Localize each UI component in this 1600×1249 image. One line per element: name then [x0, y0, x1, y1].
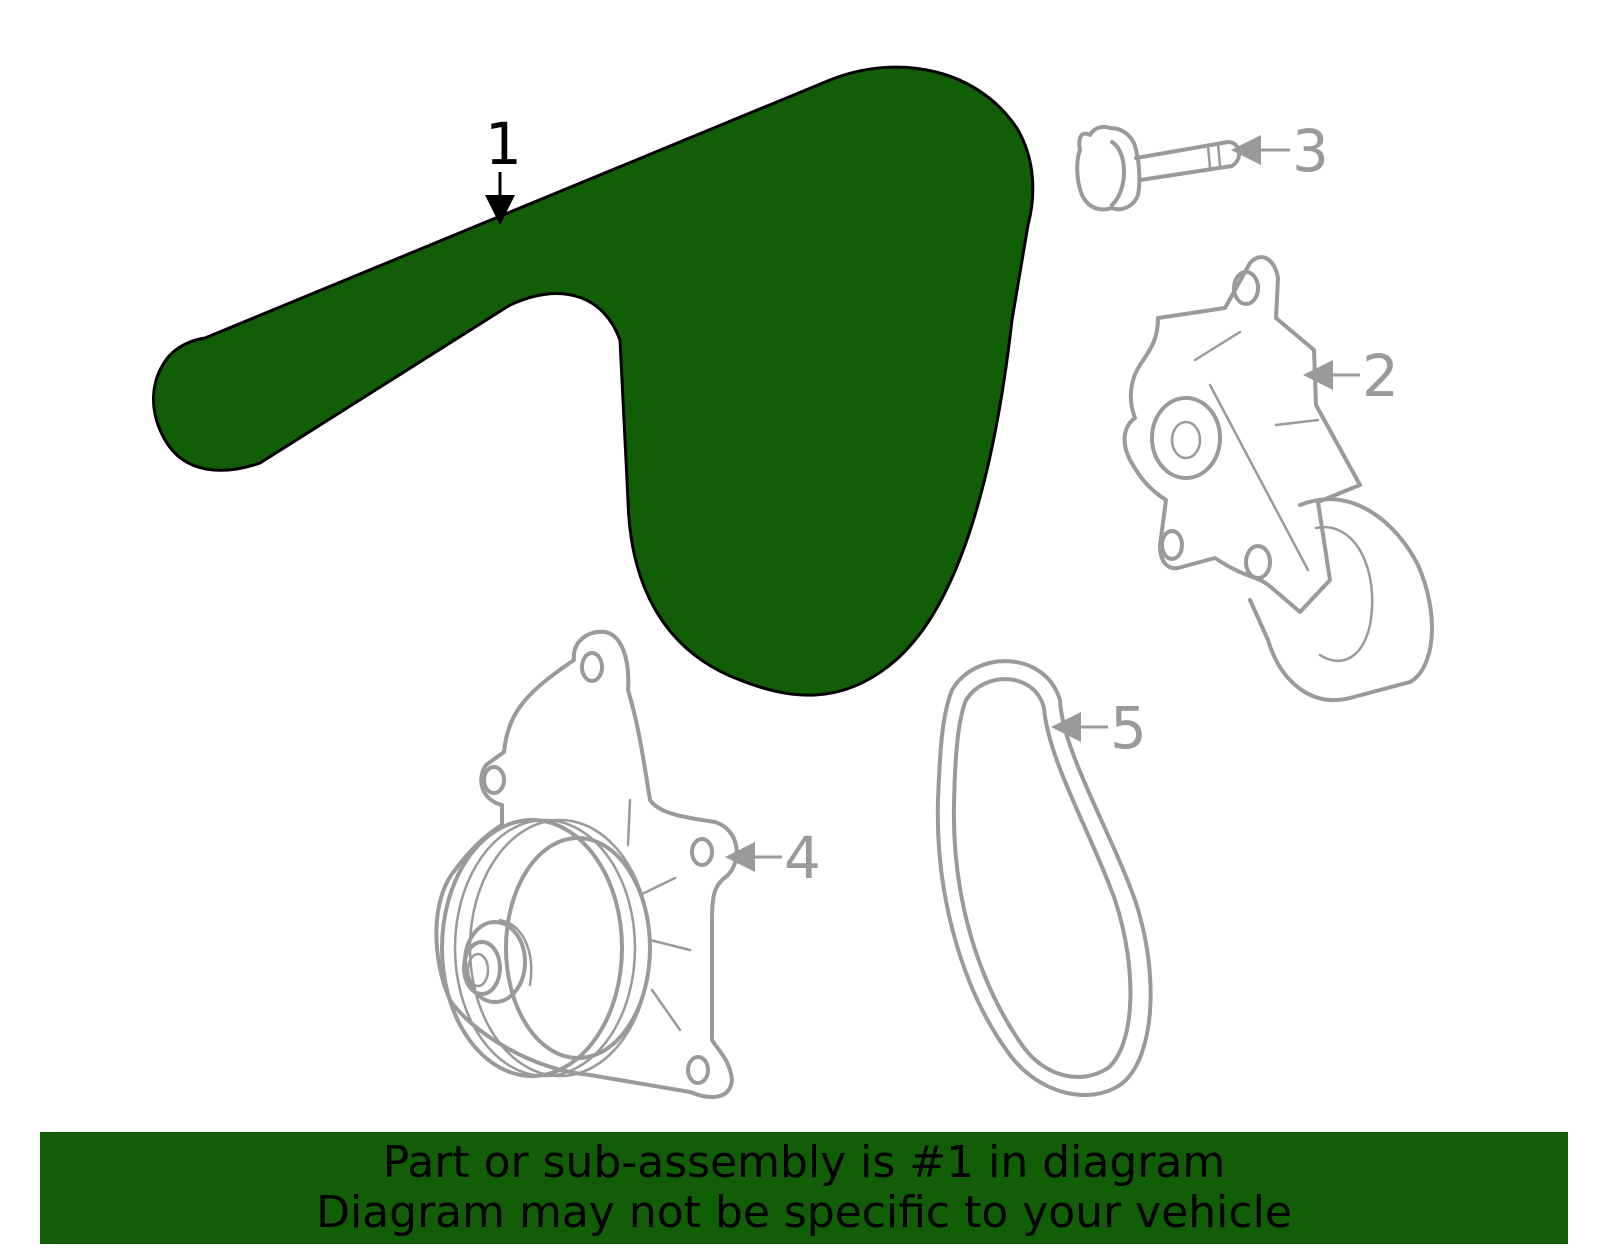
- part-3-bolt: [1075, 124, 1242, 212]
- part-4-water-pump: [434, 629, 739, 1099]
- notice-line-1: Part or sub-assembly is #1 in diagram: [382, 1137, 1226, 1188]
- callout-3: 3: [1292, 117, 1329, 185]
- callout-2: 2: [1362, 342, 1399, 410]
- callout-1: 1: [485, 110, 522, 178]
- callout-5: 5: [1110, 694, 1147, 762]
- part-1-belt-cover: [152, 65, 1035, 697]
- notice-banner: Part or sub-assembly is #1 in diagram Di…: [40, 1132, 1568, 1244]
- part-5-drive-belt: [935, 659, 1153, 1097]
- part-2-tensioner: [1122, 255, 1434, 702]
- callout-4: 4: [784, 824, 821, 892]
- notice-line-2: Diagram may not be specific to your vehi…: [316, 1187, 1292, 1238]
